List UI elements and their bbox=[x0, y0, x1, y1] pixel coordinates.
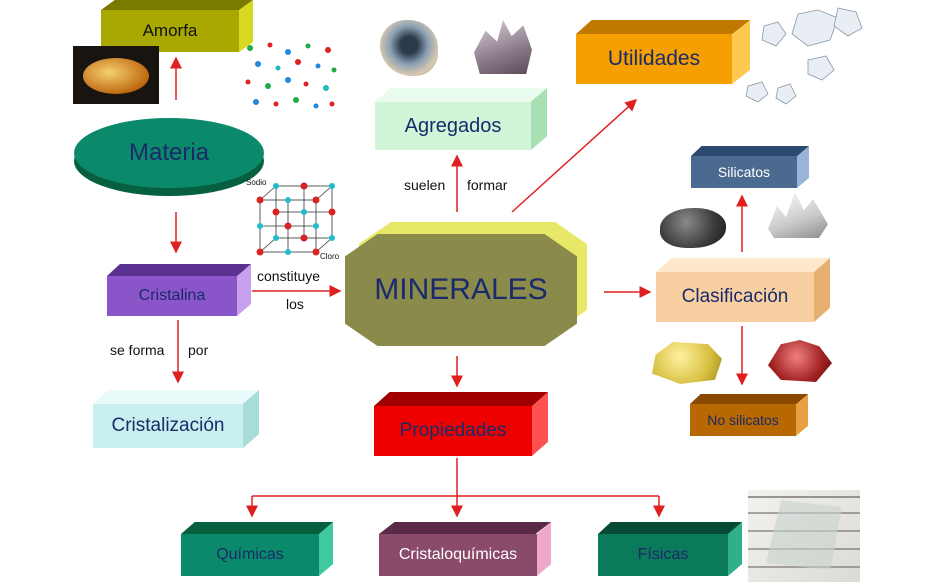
node-agregados-label: Agregados bbox=[375, 102, 531, 150]
link-formar: formar bbox=[467, 177, 508, 193]
diamonds-icon bbox=[745, 7, 863, 105]
node-no-silicatos: No silicatos bbox=[690, 394, 808, 436]
quartz-cluster-photo bbox=[470, 12, 536, 76]
link-constituye: constituye bbox=[257, 268, 321, 284]
amber-photo bbox=[73, 46, 159, 104]
dark-rock-photo bbox=[656, 204, 730, 252]
node-cristaloquimicas: Cristaloquímicas bbox=[379, 522, 551, 576]
node-agregados: Agregados bbox=[375, 88, 547, 150]
node-materia: Materia bbox=[74, 116, 266, 198]
lattice-label-sodio: Sodio bbox=[246, 178, 267, 187]
arrow-minerales-utilidades bbox=[511, 98, 638, 213]
node-fisicas-label: Físicas bbox=[598, 534, 728, 576]
node-propiedades: Propiedades bbox=[374, 392, 548, 456]
geode-photo bbox=[378, 14, 440, 78]
node-no-silicatos-label: No silicatos bbox=[690, 404, 796, 436]
node-cristaloquimicas-label: Cristaloquímicas bbox=[379, 534, 537, 576]
node-fisicas: Físicas bbox=[598, 522, 742, 576]
nacl-lattice: Sodio Cloro bbox=[246, 178, 344, 262]
node-quimicas: Químicas bbox=[181, 522, 333, 576]
link-los: los bbox=[286, 296, 304, 312]
link-suelen: suelen bbox=[404, 177, 446, 193]
yellow-sulfur-photo bbox=[648, 338, 726, 388]
node-materia-label: Materia bbox=[128, 139, 210, 166]
node-silicatos: Silicatos bbox=[691, 146, 809, 188]
nacl-lattice-icon bbox=[256, 182, 336, 256]
node-amorfa-label: Amorfa bbox=[101, 10, 239, 52]
node-clasificacion: Clasificación bbox=[656, 258, 830, 322]
node-minerales-label: MINERALES bbox=[374, 273, 548, 306]
white-quartz-photo bbox=[762, 186, 834, 242]
node-minerales: MINERALES bbox=[345, 222, 593, 348]
node-clasificacion-label: Clasificación bbox=[656, 272, 814, 322]
node-cristalina-label: Cristalina bbox=[107, 276, 237, 316]
link-se-forma: se forma bbox=[110, 342, 165, 358]
node-amorfa: Amorfa bbox=[101, 0, 253, 52]
amorphous-dots-icon bbox=[245, 42, 337, 109]
node-propiedades-label: Propiedades bbox=[374, 406, 532, 456]
calcite-text-photo bbox=[748, 490, 860, 582]
node-silicatos-label: Silicatos bbox=[691, 156, 797, 188]
node-cristalina: Cristalina bbox=[107, 264, 251, 316]
node-cristalizacion: Cristalización bbox=[93, 390, 259, 448]
node-cristalizacion-label: Cristalización bbox=[93, 404, 243, 448]
lattice-label-cloro: Cloro bbox=[320, 252, 340, 261]
node-utilidades: Utilidades bbox=[576, 20, 750, 84]
link-por: por bbox=[188, 342, 209, 358]
node-quimicas-label: Químicas bbox=[181, 534, 319, 576]
red-crystal-photo bbox=[764, 336, 836, 386]
node-utilidades-label: Utilidades bbox=[576, 34, 732, 84]
